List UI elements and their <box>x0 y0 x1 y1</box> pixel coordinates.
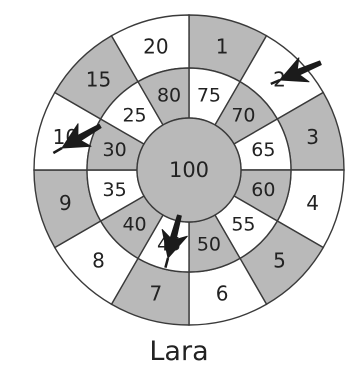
middle-score-label: 65 <box>251 139 275 161</box>
outer-score-label: 1 <box>216 34 229 58</box>
outer-score-label: 5 <box>273 249 286 273</box>
middle-score-label: 25 <box>122 105 146 127</box>
middle-score-label: 40 <box>122 213 146 235</box>
middle-score-label: 35 <box>103 179 127 201</box>
middle-score-label: 50 <box>197 233 221 255</box>
outer-score-label: 8 <box>92 249 105 273</box>
middle-score-label: 30 <box>103 139 127 161</box>
outer-score-label: 9 <box>59 191 72 215</box>
outer-score-label: 4 <box>306 191 319 215</box>
outer-score-label: 15 <box>86 67 111 91</box>
outer-score-label: 20 <box>143 34 168 58</box>
middle-score-label: 80 <box>157 85 181 107</box>
outer-score-label: 3 <box>306 125 319 149</box>
outer-score-label: 7 <box>150 282 163 306</box>
middle-score-label: 55 <box>231 213 255 235</box>
middle-score-label: 75 <box>197 85 221 107</box>
outer-score-label: 6 <box>216 282 229 306</box>
player-name: Lara <box>0 336 358 368</box>
middle-score-label: 70 <box>231 105 255 127</box>
bullseye-label: 100 <box>169 158 209 182</box>
middle-score-label: 60 <box>251 179 275 201</box>
